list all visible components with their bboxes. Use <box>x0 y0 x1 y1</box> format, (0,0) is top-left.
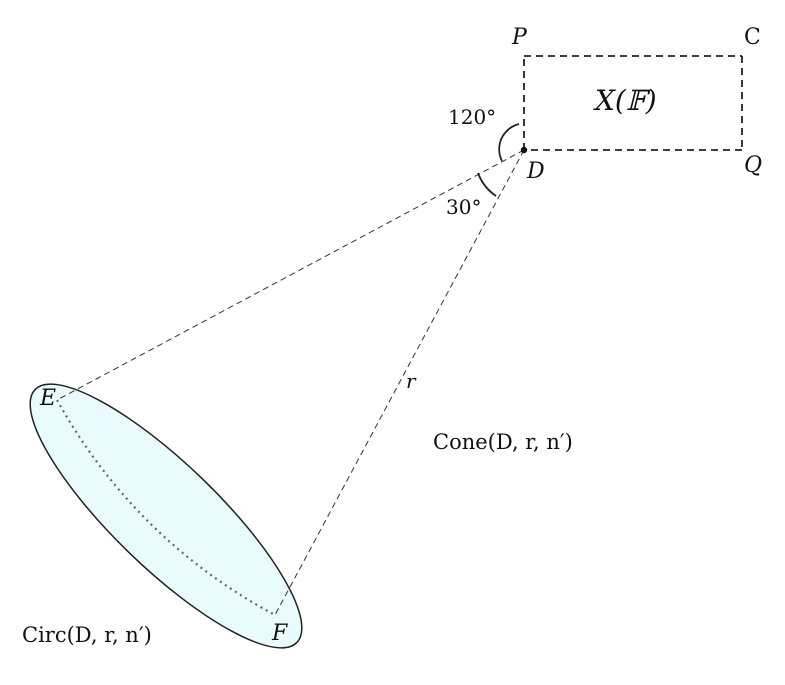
label-r: r <box>406 369 417 393</box>
cone-line-DF <box>274 149 525 616</box>
label-F: F <box>271 621 288 646</box>
angle-arc-120 <box>498 123 520 162</box>
label-D: D <box>526 159 545 184</box>
label-Q: Q <box>744 153 762 178</box>
angle-label-30: 30° <box>446 195 481 219</box>
label-P: P <box>511 25 528 50</box>
angle-arc-30 <box>477 172 497 197</box>
dashed-rectangle <box>523 55 743 151</box>
cone-line-DE <box>56 149 525 401</box>
circ-label: Circ(D, r, n′) <box>22 623 152 647</box>
label-E: E <box>39 386 56 411</box>
circle-ellipse <box>29 383 303 649</box>
label-C: C <box>744 25 761 50</box>
angle-label-120: 120° <box>448 105 496 129</box>
cone-label: Cone(D, r, n′) <box>433 430 573 454</box>
box-label: X(𝔽) <box>593 84 657 117</box>
point-D <box>520 146 528 154</box>
cone-lines <box>56 149 525 616</box>
